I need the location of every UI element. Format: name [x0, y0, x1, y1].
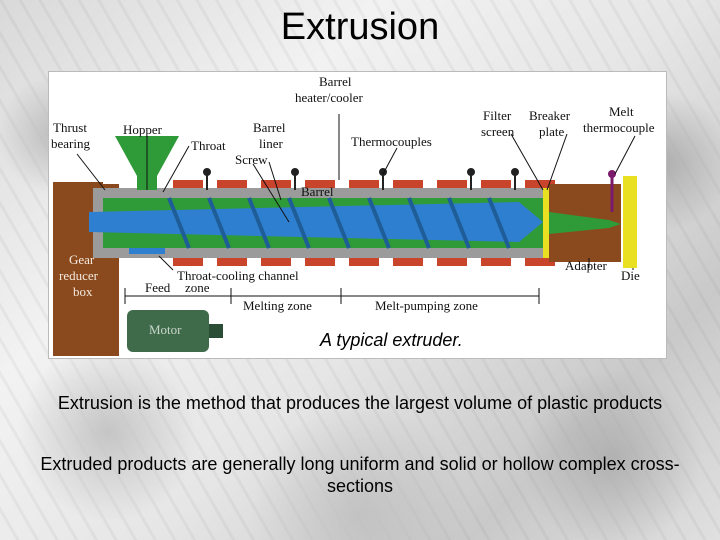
paragraph-1: Extrusion is the method that produces th… [57, 393, 663, 413]
label-hopper: Hopper [123, 122, 163, 137]
paragraph-2: Extruded products are generally long uni… [40, 454, 680, 496]
label-thrust-bearing-1: Thrust [53, 120, 87, 135]
label-adapter: Adapter [565, 258, 608, 273]
label-barrel-liner-2: liner [259, 136, 283, 151]
leader-lines [76, 114, 636, 271]
label-melt-thermocouple-1: Melt [609, 104, 634, 119]
label-throat: Throat [191, 138, 226, 153]
label-melting-zone: Melting zone [243, 298, 312, 313]
label-melt-pumping-zone: Melt-pumping zone [375, 298, 478, 313]
adapter-channel [549, 212, 621, 234]
label-filter-screen-1: Filter [483, 108, 512, 123]
breaker-plate [543, 188, 549, 258]
label-barrel-heater-2: heater/cooler [295, 90, 364, 105]
label-breaker-plate-2: plate [539, 124, 564, 139]
label-throat-cooling-channel: Throat-cooling channel [177, 268, 299, 283]
label-thrust-bearing-2: bearing [51, 136, 90, 151]
frame-top-bar [53, 182, 103, 194]
label-gear-1: Gear [69, 252, 95, 267]
motor-shaft [209, 324, 223, 338]
label-thermocouples: Thermocouples [351, 134, 432, 149]
label-barrel-heater-1: Barrel [319, 74, 352, 89]
label-filter-screen-2: screen [481, 124, 515, 139]
die [623, 176, 637, 268]
figure-caption: A typical extruder. [320, 330, 463, 350]
melt-thermocouple-tip [608, 170, 616, 178]
screw-shaft [89, 202, 543, 242]
label-breaker-plate-1: Breaker [529, 108, 571, 123]
label-melt-thermocouple-2: thermocouple [583, 120, 655, 135]
screw-flights [167, 197, 511, 249]
label-feed-zone-1: Feed [145, 280, 171, 295]
label-screw: Screw [235, 152, 268, 167]
label-gear-2: reducer [59, 268, 99, 283]
label-feed-zone-2: zone [185, 280, 210, 295]
extruder-diagram: Thrust bearing Hopper Throat Barrel line… [48, 71, 667, 359]
throat-cooling-channel [129, 248, 165, 254]
motor [127, 310, 209, 352]
slide-title: Extrusion [280, 6, 440, 48]
label-gear-3: box [73, 284, 93, 299]
label-die: Die [621, 268, 640, 283]
label-barrel-liner-1: Barrel [253, 120, 286, 135]
label-barrel: Barrel [301, 184, 334, 199]
label-motor: Motor [149, 322, 182, 337]
zone-dimension-lines [124, 288, 540, 304]
extruder-svg: Thrust bearing Hopper Throat Barrel line… [51, 74, 655, 356]
